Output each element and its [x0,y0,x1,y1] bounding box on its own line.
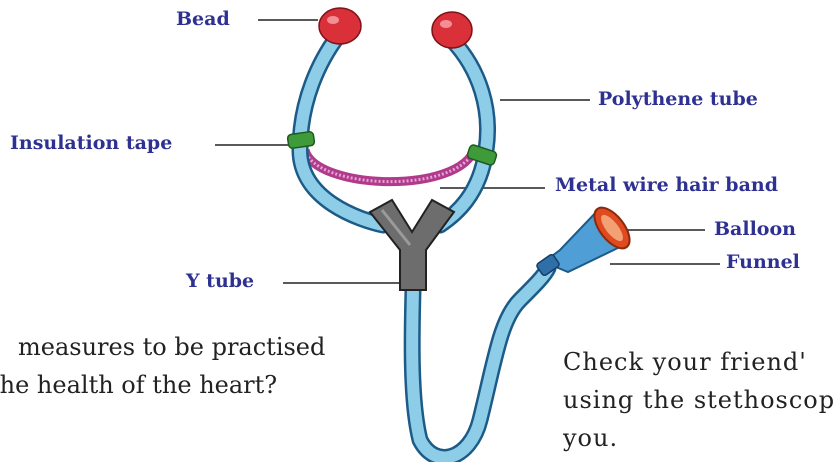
body-text-left: measures to be practised the health of t… [18,328,325,404]
label-polythene-tube: Polythene tube [598,88,758,110]
body-text-right-line-3: you. [563,419,835,457]
body-text-right: Check your friend' using the stethoscop … [563,343,835,457]
bead-right [432,12,472,48]
body-text-right-line-2: using the stethoscop [563,381,835,419]
body-text-right-line-1: Check your friend' [563,343,835,381]
bead-left [319,8,361,44]
label-bead: Bead [176,8,230,30]
label-metal-wire-hair-band: Metal wire hair band [555,174,778,196]
label-y-tube: Y tube [186,270,254,292]
metal-wire-hair-band [305,148,475,182]
label-insulation-tape: Insulation tape [10,132,172,154]
body-text-left-line-1: measures to be practised [18,328,325,366]
insulation-tape-left [287,131,315,148]
body-text-left-line-2: the health of the heart? [0,366,325,404]
label-balloon: Balloon [714,218,796,240]
left-tube [300,36,383,225]
y-tube [370,200,454,290]
label-funnel: Funnel [726,251,800,273]
